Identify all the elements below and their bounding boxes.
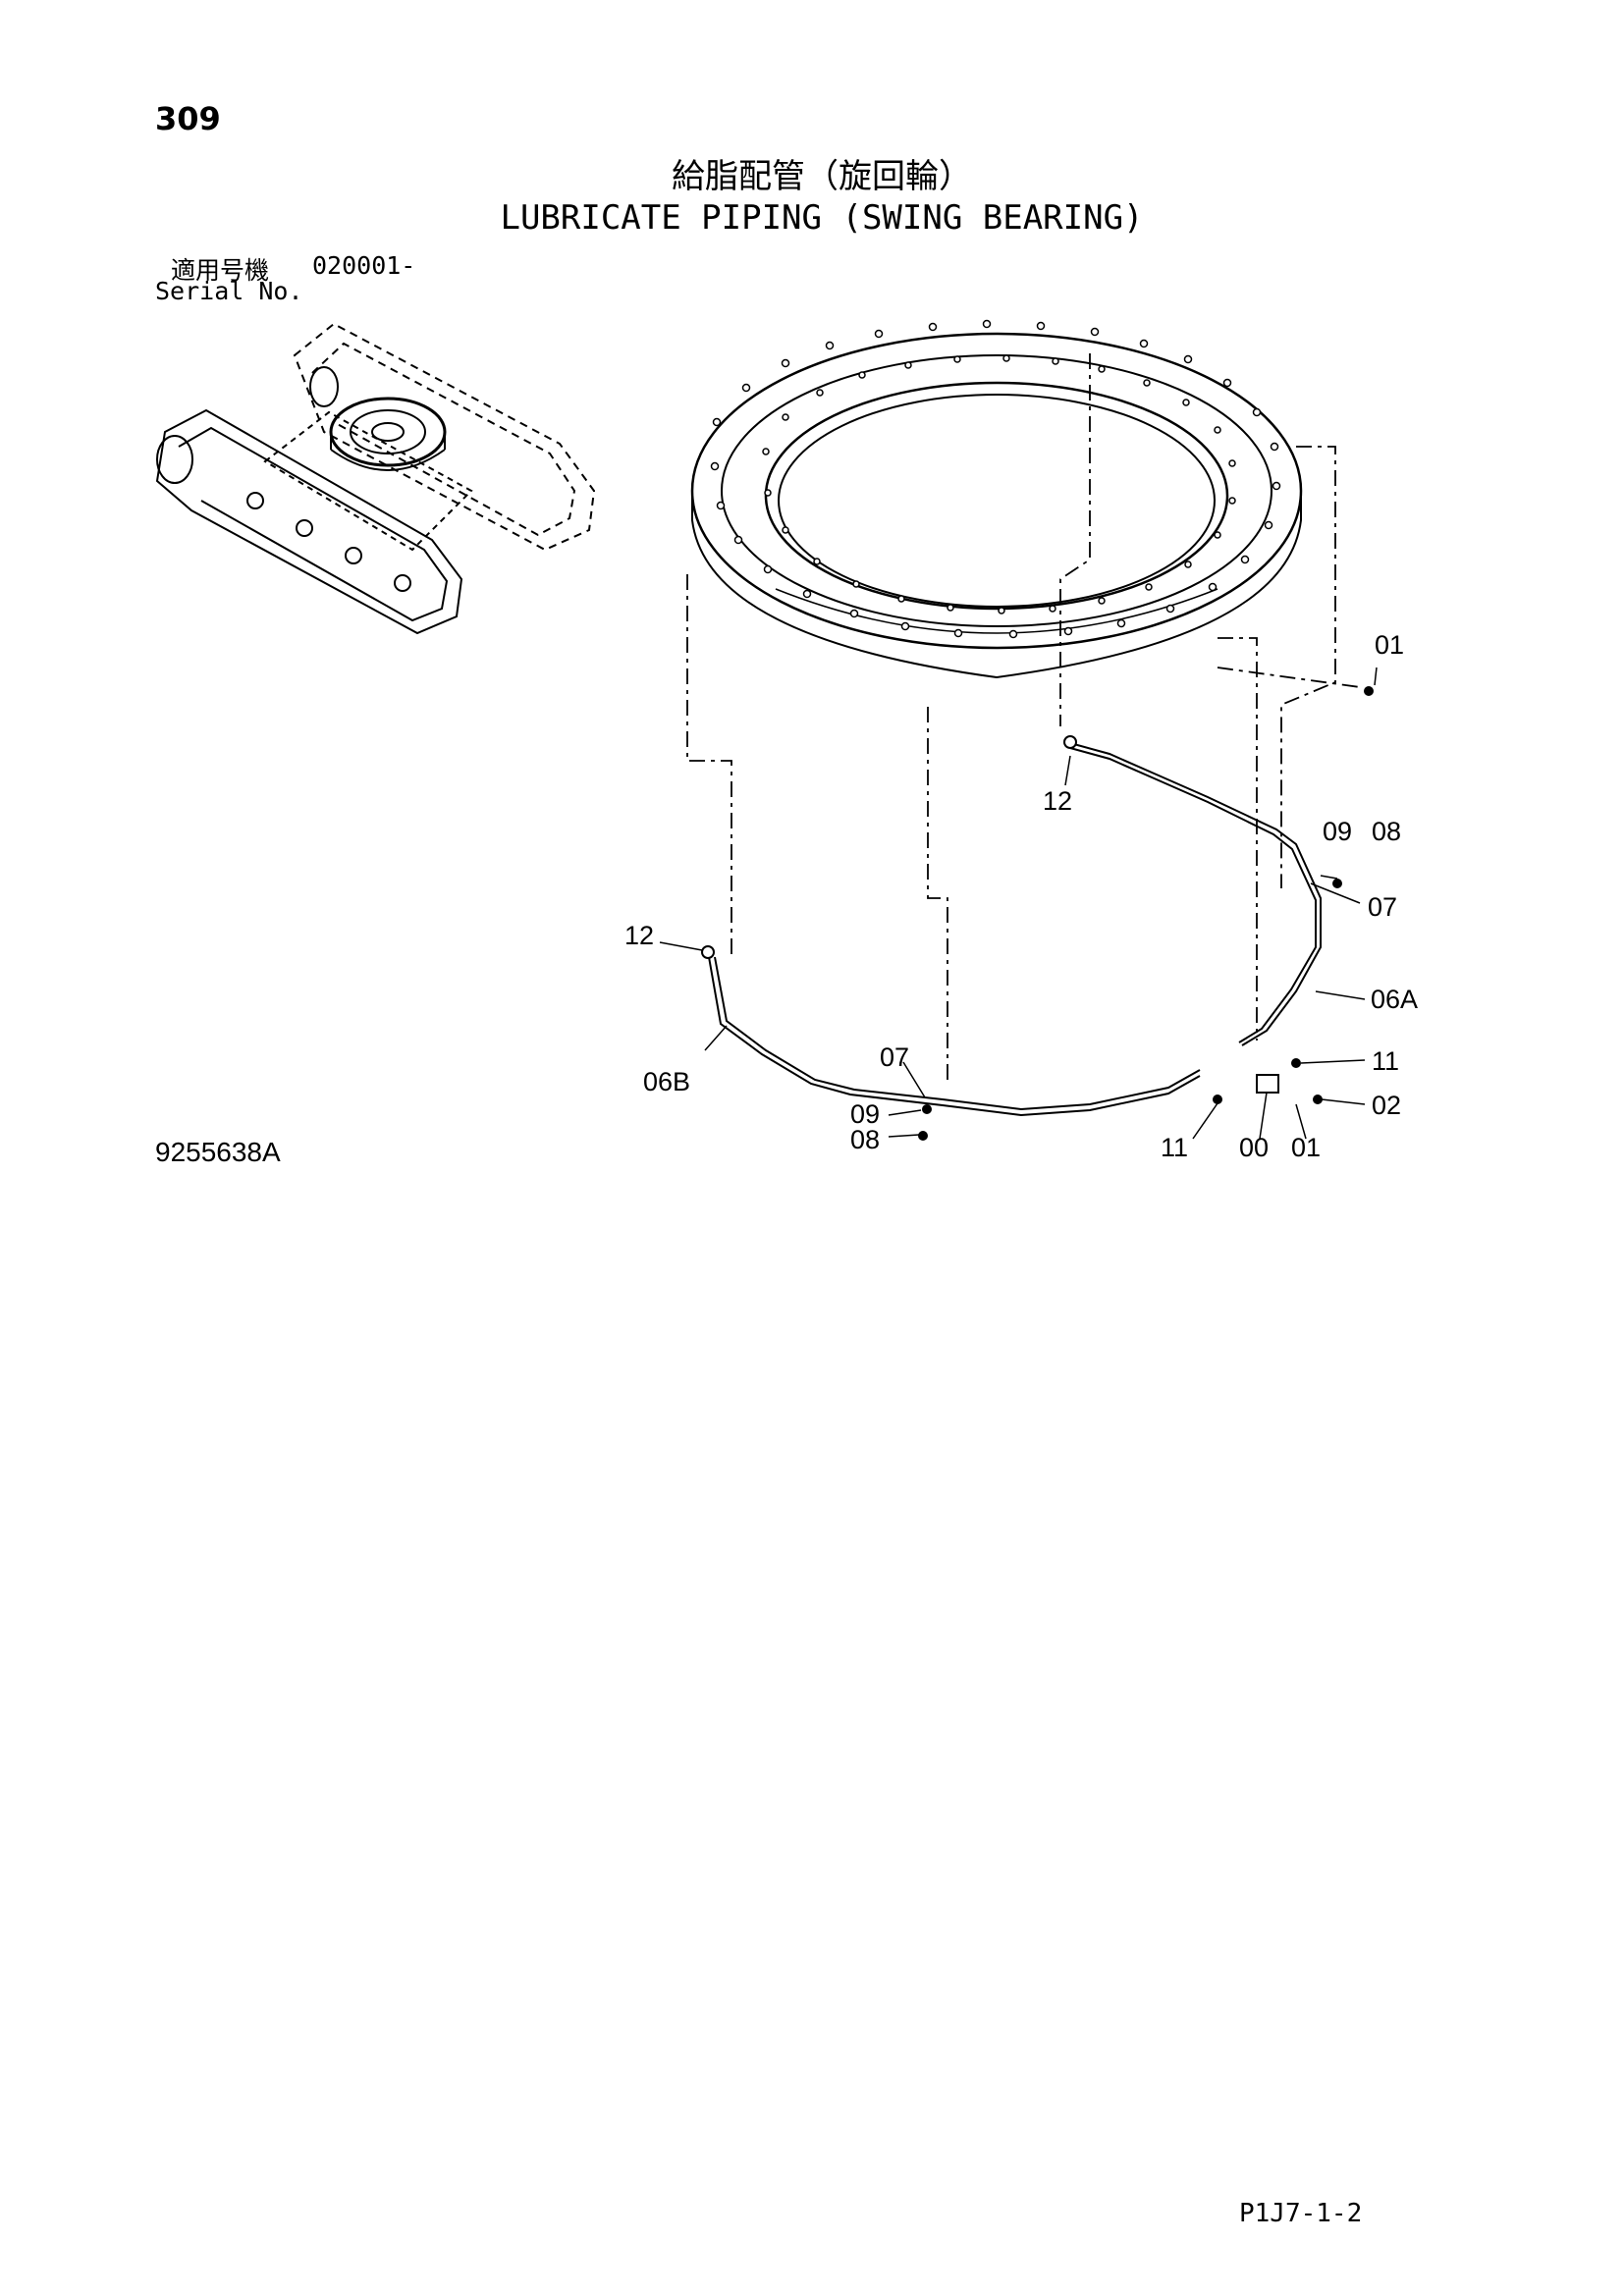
callout-11-right: 11 [1372,1046,1399,1076]
callout-09-right: 09 [1323,817,1352,846]
serial-range: 020001- [312,251,416,280]
fittings [701,686,1374,1141]
callout-01-top: 01 [1375,630,1404,660]
grease-nipple-left [701,945,715,959]
page-title-english: LUBRICATE PIPING (SWING BEARING) [500,198,1144,238]
serial-label-japanese: 適用号機 [171,256,270,285]
grease-nipple-top [1063,735,1077,749]
page-title-japanese: 給脂配管（旋回輪） [672,157,972,196]
leader-lines [659,667,1378,1140]
fitting-left-08 [918,1131,928,1141]
fitting-11-bottom [1213,1095,1222,1104]
callout-09-left: 09 [850,1099,880,1129]
fitting-02 [1313,1095,1323,1104]
callout-01-bottom: 01 [1291,1133,1321,1162]
callout-12-left: 12 [624,921,654,950]
swing-bearing-ring [690,319,1303,679]
callout-07-left: 07 [880,1042,909,1072]
callout-11-bottom: 11 [1161,1133,1188,1162]
callout-06A: 06A [1371,985,1418,1014]
callout-00: 00 [1239,1133,1269,1162]
undercarriage-thumbnail [155,322,596,635]
phantom-lines [686,353,1361,1080]
fitting-11-top [1291,1058,1301,1068]
fitting-01-top [1364,686,1374,696]
fitting-left-09 [922,1104,932,1114]
bolt-holes [710,319,1281,639]
callout-02: 02 [1372,1091,1401,1120]
lube-pipes [708,742,1322,1117]
page-code: P1J7-1-2 [1239,2199,1363,2228]
distributor-block [1256,1074,1279,1094]
callout-08-right: 08 [1372,817,1401,846]
callout-06B: 06B [643,1067,690,1096]
fitting-right-08 [1332,879,1342,888]
page-number: 309 [155,100,221,137]
callout-07-right: 07 [1368,892,1397,922]
drawing-number: 9255638A [155,1137,281,1167]
callout-12-top: 12 [1043,786,1072,816]
callout-08-left: 08 [850,1125,880,1154]
serial-label-english: Serial No. [155,277,303,305]
